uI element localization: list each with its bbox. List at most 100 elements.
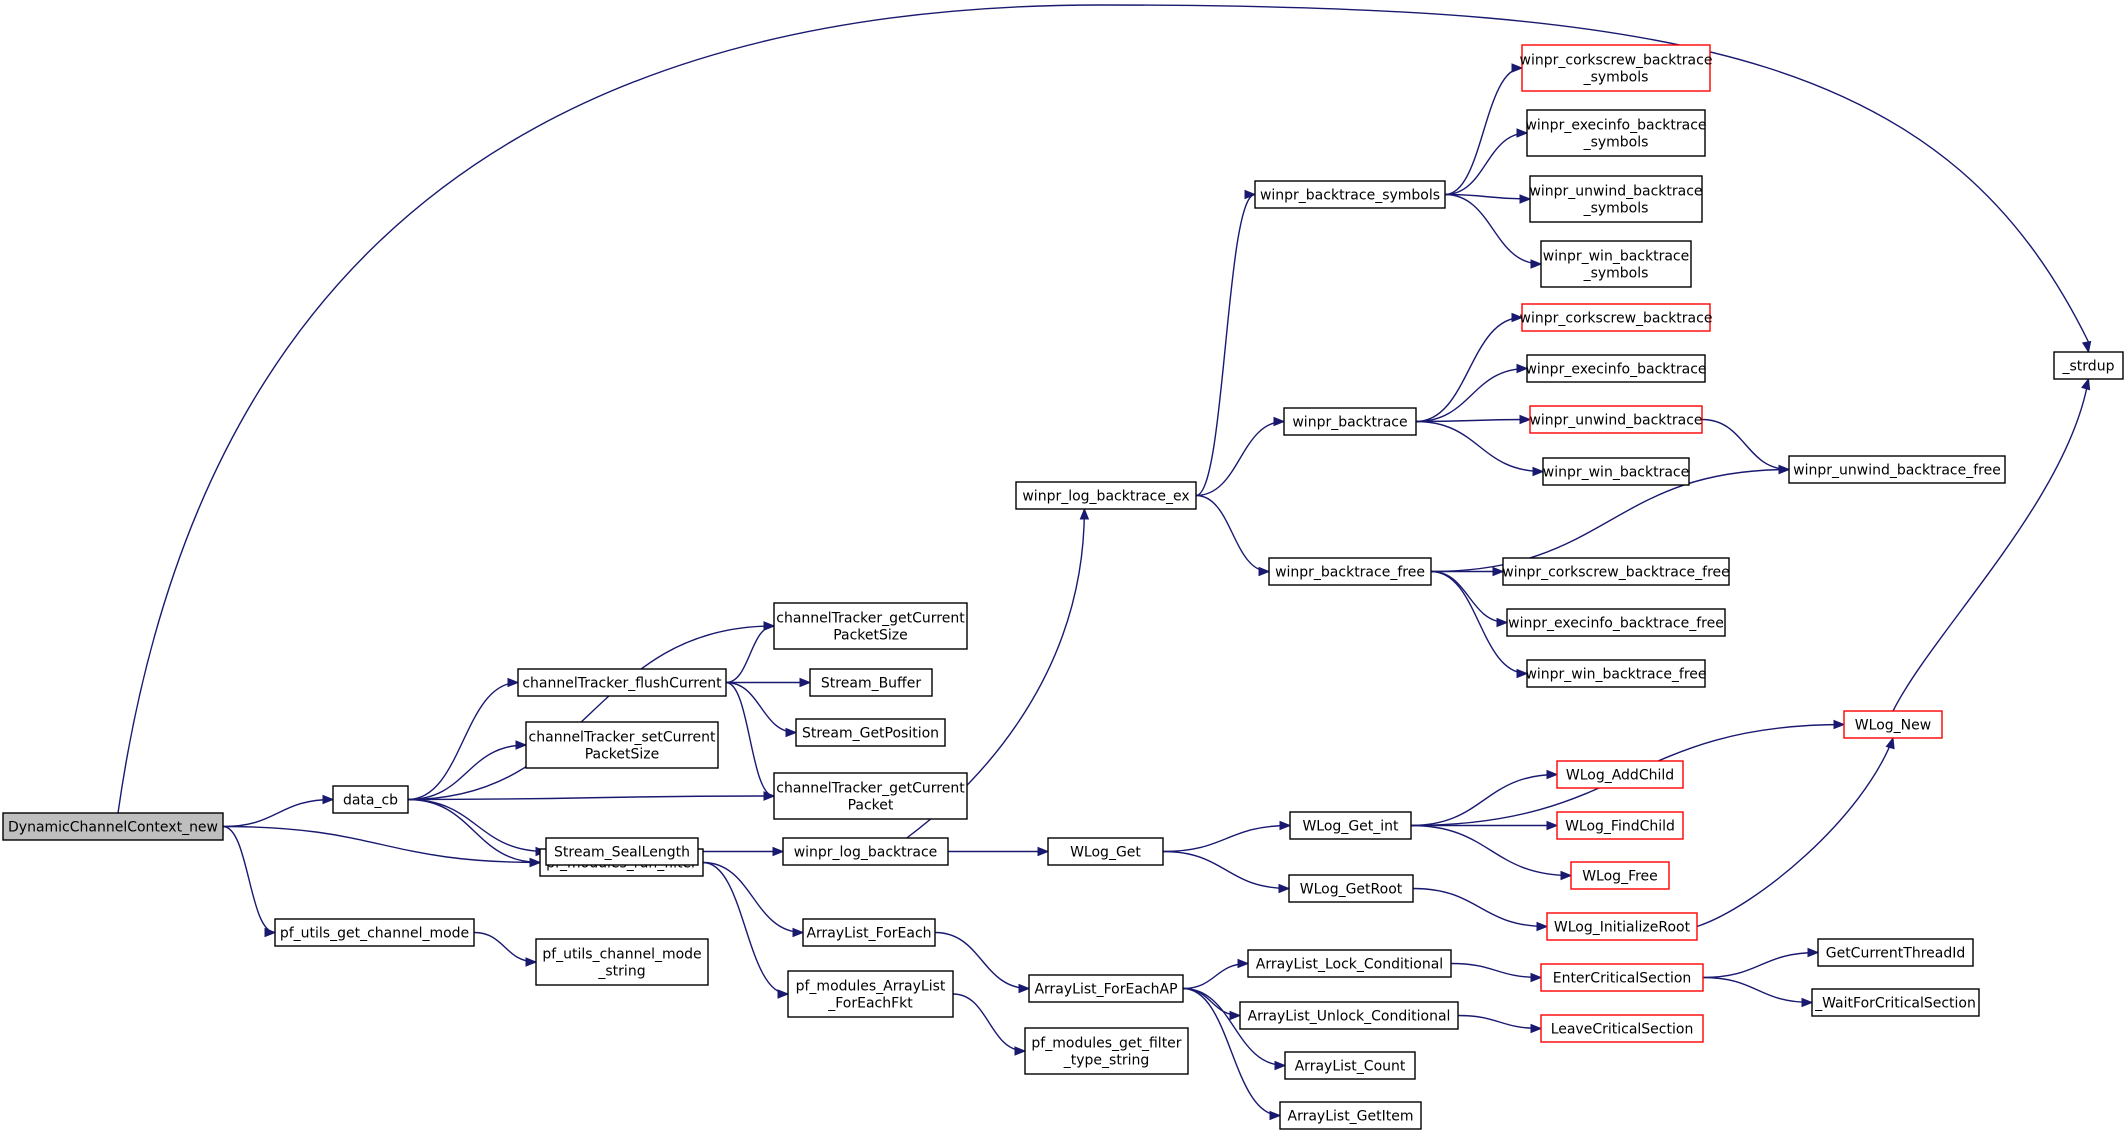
edge-wlog-get-int-to-wlog-free: [1410, 824, 1573, 881]
node-winpr-execinfo-backtrace[interactable]: winpr_execinfo_backtrace: [1525, 354, 1707, 383]
node-strdup[interactable]: _strdup: [2053, 351, 2124, 380]
node-winpr-execinfo-backtrace-free[interactable]: winpr_execinfo_backtrace_free: [1506, 608, 1726, 637]
node-wlog-addchild[interactable]: WLog_AddChild: [1556, 760, 1684, 789]
node-pf-modules-arraylist-foreachfkt[interactable]: pf_modules_ArrayList_ForEachFkt: [787, 970, 954, 1018]
node-label: winpr_log_backtrace_ex: [1022, 489, 1189, 505]
node-label: channelTracker_getCurrent: [776, 611, 965, 627]
node-wlog-get[interactable]: WLog_Get: [1047, 837, 1164, 866]
node-waitforcriticalsection[interactable]: _WaitForCriticalSection: [1811, 988, 1980, 1017]
edge-pf-modules-run-filter-to-arraylist-foreach: [702, 861, 805, 938]
node-box: [1540, 240, 1692, 288]
edge-wlog-get-to-wlog-getroot: [1162, 850, 1291, 894]
node-winpr-log-backtrace[interactable]: winpr_log_backtrace: [782, 837, 949, 866]
edge-winpr-backtrace-free-to-winpr-execinfo-backtrace-free: [1430, 570, 1509, 628]
node-box: [1024, 1027, 1189, 1075]
node-label: winpr_unwind_backtrace: [1529, 184, 1702, 200]
node-stream-getposition[interactable]: Stream_GetPosition: [795, 718, 946, 747]
edge-winpr-backtrace-symbols-to-winpr-unwind-backtrace-symbols: [1444, 193, 1532, 204]
node-stream-seallength[interactable]: Stream_SealLength: [545, 837, 699, 866]
node-winpr-win-backtrace[interactable]: winpr_win_backtrace: [1542, 457, 1690, 486]
node-box: [1284, 1051, 1416, 1080]
node-pf-modules-get-filter-type-string[interactable]: pf_modules_get_filter_type_string: [1024, 1027, 1189, 1075]
node-pf-utils-get-channel-mode[interactable]: pf_utils_get_channel_mode: [274, 918, 475, 947]
node-box: [517, 668, 727, 697]
node-box: [1542, 457, 1690, 486]
node-box: [1521, 44, 1711, 92]
node-arraylist-count[interactable]: ArrayList_Count: [1284, 1051, 1416, 1080]
node-arraylist-foreach[interactable]: ArrayList_ForEach: [802, 918, 936, 947]
node-label: ArrayList_GetItem: [1288, 1109, 1414, 1125]
edge-channeltracker-flushcurrent-to-channeltracker-getcurrentpacket: [725, 681, 776, 801]
node-box: [545, 837, 699, 866]
node-wlog-new[interactable]: WLog_New: [1843, 710, 1943, 739]
node-box: [1817, 938, 1974, 967]
node-data-cb[interactable]: data_cb: [332, 785, 409, 814]
node-label: DynamicChannelContext_new: [8, 820, 218, 836]
node-box: [1521, 303, 1711, 332]
node-root[interactable]: DynamicChannelContext_new: [2, 812, 224, 841]
node-wlog-findchild[interactable]: WLog_FindChild: [1556, 811, 1684, 840]
node-label: WLog_New: [1855, 718, 1931, 734]
node-label: WLog_InitializeRoot: [1554, 920, 1691, 936]
node-winpr-execinfo-backtrace-symbols[interactable]: winpr_execinfo_backtrace_symbols: [1525, 109, 1707, 157]
edge-arraylist-foreachap-to-arraylist-unlock-conditional: [1182, 987, 1242, 1021]
node-box: [773, 772, 968, 820]
node-stream-buffer[interactable]: Stream_Buffer: [809, 668, 933, 697]
node-winpr-unwind-backtrace-symbols[interactable]: winpr_unwind_backtrace_symbols: [1529, 175, 1703, 223]
edge-winpr-backtrace-free-to-winpr-unwind-backtrace-free: [1430, 464, 1791, 573]
node-box: [1540, 1014, 1704, 1043]
node-box: [1047, 837, 1164, 866]
node-label: pf_modules_get_filter: [1031, 1036, 1181, 1052]
edge-arraylist-lock-conditional-to-entercriticalsection: [1450, 962, 1543, 983]
edge-data-cb-to-stream-seallength: [407, 798, 548, 857]
node-arraylist-foreachap[interactable]: ArrayList_ForEachAP: [1028, 974, 1184, 1003]
node-wlog-getroot[interactable]: WLog_GetRoot: [1288, 874, 1414, 903]
edge-winpr-log-backtrace-ex-to-winpr-backtrace: [1195, 416, 1286, 497]
node-box: [1239, 1001, 1459, 1030]
node-box: [1279, 1101, 1422, 1130]
edge-data-cb-to-channeltracker-setcurrentpacketsize: [407, 740, 528, 801]
node-winpr-backtrace-free[interactable]: winpr_backtrace_free: [1268, 557, 1432, 586]
node-winpr-corkscrew-backtrace-symbols[interactable]: winpr_corkscrew_backtrace_symbols: [1520, 44, 1713, 92]
node-winpr-unwind-backtrace-free[interactable]: winpr_unwind_backtrace_free: [1788, 455, 2006, 484]
node-arraylist-lock-conditional[interactable]: ArrayList_Lock_Conditional: [1247, 949, 1452, 978]
node-winpr-corkscrew-backtrace[interactable]: winpr_corkscrew_backtrace: [1520, 303, 1713, 332]
node-box: [1506, 608, 1726, 637]
node-channeltracker-flushcurrent[interactable]: channelTracker_flushCurrent: [517, 668, 727, 697]
node-label: winpr_unwind_backtrace: [1529, 413, 1702, 429]
node-arraylist-getitem[interactable]: ArrayList_GetItem: [1279, 1101, 1422, 1130]
node-label: pf_modules_ArrayList: [796, 979, 946, 995]
node-winpr-corkscrew-backtrace-free[interactable]: winpr_corkscrew_backtrace_free: [1502, 557, 1730, 586]
node-label: Stream_GetPosition: [802, 726, 939, 742]
node-pf-utils-channel-mode-string[interactable]: pf_utils_channel_mode_string: [535, 938, 709, 986]
node-arraylist-unlock-conditional[interactable]: ArrayList_Unlock_Conditional: [1239, 1001, 1459, 1030]
edge-arraylist-foreachap-to-arraylist-getitem: [1182, 987, 1282, 1121]
node-label: ArrayList_Lock_Conditional: [1256, 957, 1443, 973]
edge-data-cb-to-channeltracker-flushcurrent: [407, 677, 520, 801]
node-winpr-log-backtrace-ex[interactable]: winpr_log_backtrace_ex: [1015, 481, 1197, 510]
node-getcurrentthreadid[interactable]: GetCurrentThreadId: [1817, 938, 1974, 967]
node-wlog-get-int[interactable]: WLog_Get_int: [1289, 811, 1412, 840]
node-wlog-free[interactable]: WLog_Free: [1570, 861, 1670, 890]
node-entercriticalsection[interactable]: EnterCriticalSection: [1540, 963, 1704, 992]
node-wlog-initializeroot[interactable]: WLog_InitializeRoot: [1546, 912, 1698, 941]
node-winpr-win-backtrace-free[interactable]: winpr_win_backtrace_free: [1525, 659, 1707, 688]
edge-arraylist-foreachap-to-arraylist-lock-conditional: [1182, 958, 1250, 990]
node-winpr-unwind-backtrace[interactable]: winpr_unwind_backtrace: [1529, 405, 1703, 434]
node-label: _WaitForCriticalSection: [1814, 996, 1976, 1012]
node-winpr-win-backtrace-symbols[interactable]: winpr_win_backtrace_symbols: [1540, 240, 1692, 288]
node-box: [782, 837, 949, 866]
node-label: winpr_backtrace_symbols: [1260, 188, 1440, 204]
node-box: [1283, 407, 1417, 436]
node-label: winpr_unwind_backtrace_free: [1793, 463, 2001, 479]
edge-arraylist-foreachap-to-arraylist-count: [1182, 987, 1287, 1071]
node-winpr-backtrace[interactable]: winpr_backtrace: [1283, 407, 1417, 436]
edge-data-cb-to-pf-modules-run-filter: [407, 798, 542, 868]
node-leavecriticalsection[interactable]: LeaveCriticalSection: [1540, 1014, 1704, 1043]
node-box: [802, 918, 936, 947]
node-winpr-backtrace-symbols[interactable]: winpr_backtrace_symbols: [1254, 180, 1446, 209]
node-label: _symbols: [1583, 135, 1649, 151]
